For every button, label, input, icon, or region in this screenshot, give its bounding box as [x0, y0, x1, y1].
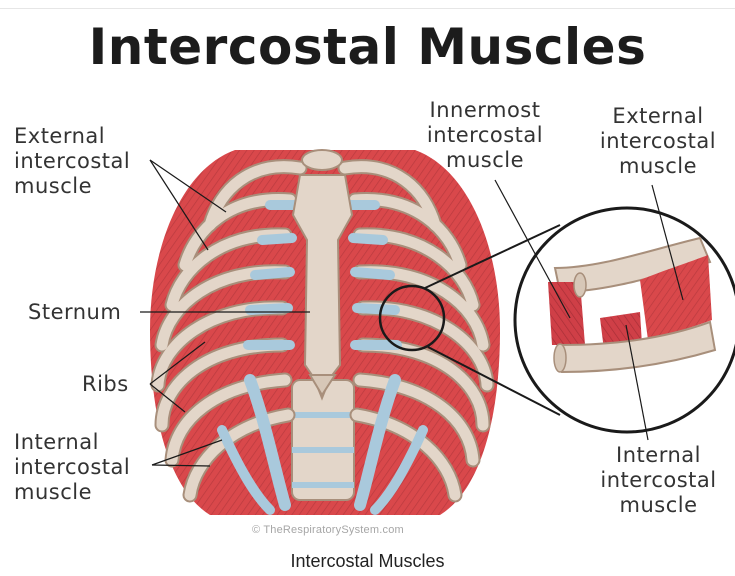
- label-sternum: Sternum: [28, 300, 121, 325]
- label-internal-intercostal-right: Internal intercostal muscle: [586, 443, 731, 518]
- label-external-intercostal-right: External intercostal muscle: [588, 104, 728, 179]
- label-ribs: Ribs: [82, 372, 129, 397]
- label-internal-intercostal-left: Internal intercostal muscle: [14, 430, 130, 505]
- label-external-intercostal-left: External intercostal muscle: [14, 124, 130, 199]
- label-innermost-intercostal: Innermost intercostal muscle: [410, 98, 560, 173]
- image-credit: © TheRespiratorySystem.com: [252, 524, 404, 536]
- figure-caption: Intercostal Muscles: [0, 551, 735, 572]
